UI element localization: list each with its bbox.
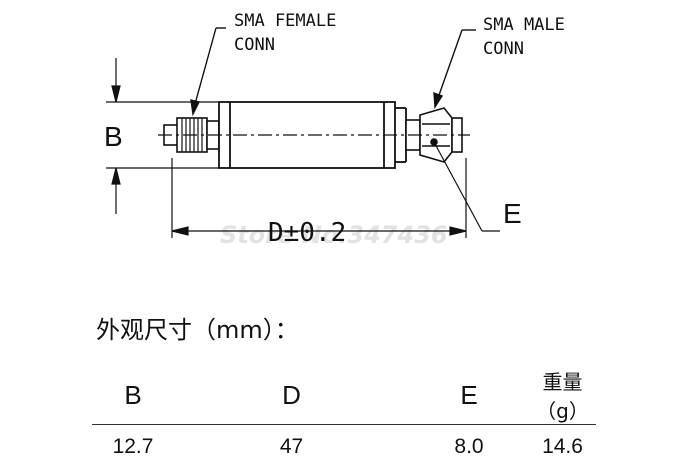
value-weight: 14.6 <box>542 435 583 458</box>
dimension-e <box>433 141 500 232</box>
watermark-text: Store No.347436 <box>220 221 448 249</box>
spec-value-row: 12.7 47 8.0 14.6 <box>92 425 596 469</box>
dimension-b <box>106 58 219 214</box>
male-label-line1: SMA MALE <box>483 15 565 35</box>
spec-table: B D E 重量（g） 12.7 47 8.0 14.6 <box>92 366 596 469</box>
header-weight: 重量（g） <box>529 366 596 425</box>
female-label-line1: SMA FEMALE <box>234 11 336 31</box>
spec-header-row: B D E 重量（g） <box>92 366 596 425</box>
male-callout-leader <box>433 29 476 110</box>
dimension-d <box>171 158 467 238</box>
header-e: E <box>409 366 529 425</box>
value-b: 12.7 <box>112 435 154 458</box>
header-b: B <box>92 366 174 425</box>
dim-d-label: D±0.2 <box>268 218 346 248</box>
dim-b-label: B <box>104 121 123 152</box>
value-e: 8.0 <box>454 435 484 458</box>
dim-e-label: E <box>503 198 522 229</box>
spec-title: 外观尺寸（mm）： <box>96 316 299 344</box>
header-d: D <box>174 366 409 425</box>
female-callout-leader <box>190 27 226 117</box>
female-label-line2: CONN <box>234 35 275 55</box>
male-label-line2: CONN <box>483 39 524 59</box>
technical-drawing: Store No.347436 <box>104 11 565 249</box>
value-d: 47 <box>279 435 304 458</box>
